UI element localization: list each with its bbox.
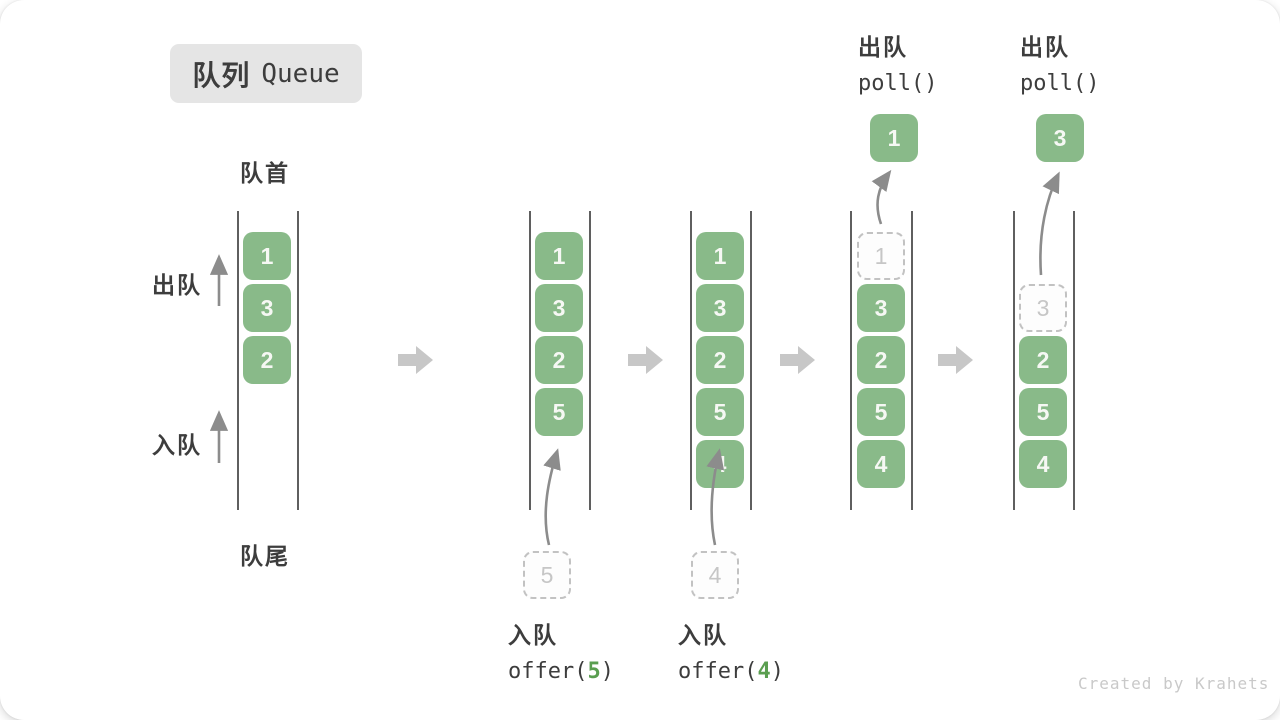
next-state-arrow-icon — [398, 346, 433, 374]
queue-wall — [529, 211, 531, 510]
queue-wall — [850, 211, 852, 510]
op-code: offer(4) — [678, 659, 784, 684]
queue-wall — [750, 211, 752, 510]
queue-item-box: 2 — [857, 336, 905, 384]
next-state-arrow-icon — [628, 346, 663, 374]
queue-wall — [1013, 211, 1015, 510]
queue-wall — [690, 211, 692, 510]
queue-item-box: 3 — [243, 284, 291, 332]
label-queue-front: 队首 — [240, 160, 290, 186]
queue-item-box: 2 — [696, 336, 744, 384]
queue-wall — [1073, 211, 1075, 510]
queue-item-box: 5 — [535, 388, 583, 436]
title-zh: 队列 — [192, 59, 251, 91]
queue-item-box: 4 — [857, 440, 905, 488]
incoming-item-ghost: 5 — [523, 551, 571, 599]
op-label: 入队 — [508, 622, 558, 648]
queue-item-box: 1 — [696, 232, 744, 280]
queue-item-box: 2 — [243, 336, 291, 384]
op-caption-poll-1: 出队 poll() — [858, 28, 937, 96]
queue-item-box: 1 — [535, 232, 583, 280]
queue-item-box: 4 — [696, 440, 744, 488]
queue-wall — [237, 211, 239, 510]
watermark-credit: Created by Krahets — [1078, 674, 1270, 693]
next-state-arrow-icon — [780, 346, 815, 374]
queue-wall — [297, 211, 299, 510]
op-code: offer(5) — [508, 659, 614, 684]
removed-item-ghost: 3 — [1019, 284, 1067, 332]
op-caption-poll-3: 出队 poll() — [1020, 28, 1099, 96]
op-arg: 4 — [757, 659, 771, 684]
op-caption-enqueue-4: 入队 offer(4) — [678, 616, 784, 684]
op-code: poll() — [1020, 71, 1100, 96]
title-badge: 队列 Queue — [170, 44, 362, 103]
removed-item-ghost: 1 — [857, 232, 905, 280]
polled-item-box: 3 — [1036, 114, 1084, 162]
op-label: 出队 — [1020, 34, 1070, 60]
queue-item-box: 2 — [1019, 336, 1067, 384]
queue-item-box: 5 — [857, 388, 905, 436]
incoming-item-ghost: 4 — [691, 551, 739, 599]
queue-item-box: 4 — [1019, 440, 1067, 488]
queue-item-box: 3 — [857, 284, 905, 332]
op-caption-enqueue-5: 入队 offer(5) — [508, 616, 614, 684]
queue-item-box: 2 — [535, 336, 583, 384]
poll-arrow-icon — [1039, 171, 1060, 276]
op-code: poll() — [858, 71, 938, 96]
queue-item-box: 3 — [696, 284, 744, 332]
label-dequeue-side: 出队 — [152, 272, 202, 298]
queue-item-box: 1 — [243, 232, 291, 280]
poll-arrow-icon — [871, 169, 892, 225]
queue-wall — [911, 211, 913, 510]
next-state-arrow-icon — [938, 346, 973, 374]
polled-item-box: 1 — [870, 114, 918, 162]
op-label: 出队 — [858, 34, 908, 60]
op-arg: 5 — [587, 659, 601, 684]
queue-item-box: 3 — [535, 284, 583, 332]
enqueue-arrow-icon — [543, 448, 561, 546]
queue-item-box: 5 — [1019, 388, 1067, 436]
title-en: Queue — [261, 58, 340, 89]
label-enqueue-side: 入队 — [152, 432, 202, 458]
op-label: 入队 — [678, 622, 728, 648]
queue-wall — [589, 211, 591, 510]
queue-item-box: 5 — [696, 388, 744, 436]
label-queue-rear: 队尾 — [240, 543, 290, 569]
